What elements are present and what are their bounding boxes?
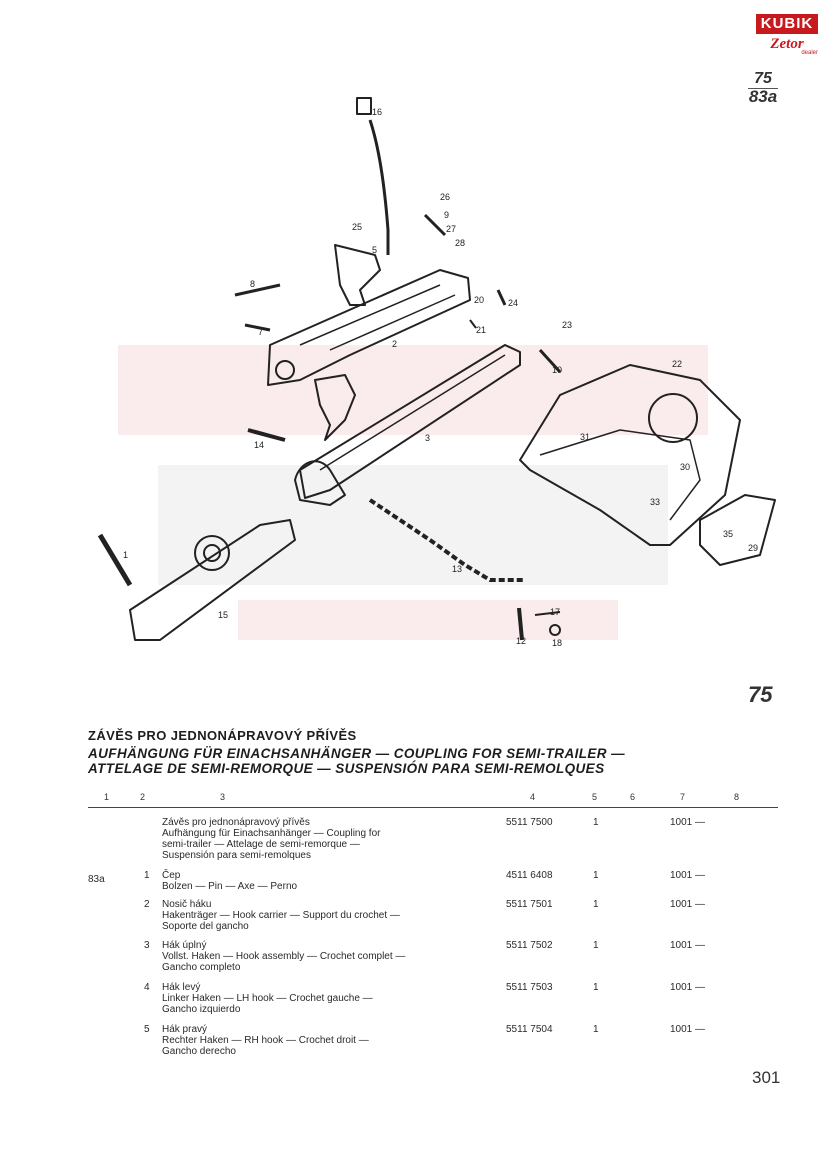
callout-24: 24 <box>508 298 518 308</box>
hook-left <box>314 374 356 441</box>
kubik-zetor-logo: KUBIK Zetor dealer <box>756 14 818 66</box>
table-row: 2 Nosič háku Hakenträger — Hook carrier … <box>144 899 706 932</box>
col-header-1: 1 <box>104 792 110 802</box>
hinge-bracket <box>699 494 776 566</box>
table-number: 83a <box>748 87 778 106</box>
title-german-english: AUFHÄNGUNG FÜR EINACHSANHÄNGER — COUPLIN… <box>88 746 625 761</box>
callout-29: 29 <box>748 543 758 553</box>
header-rule <box>88 807 778 808</box>
callout-28: 28 <box>455 238 465 248</box>
col-header-5: 5 <box>592 792 598 802</box>
table-row: 83a 1 Čep Bolzen — Pin — Axe — Perno 451… <box>88 870 706 892</box>
table-row: Závěs pro jednonápravový přívěs Aufhängu… <box>162 817 706 861</box>
cable <box>368 119 390 255</box>
callout-8: 8 <box>250 279 255 289</box>
callout-20: 20 <box>474 295 484 305</box>
callout-21: 21 <box>476 325 486 335</box>
col-header-3: 3 <box>220 792 226 802</box>
callout-26: 26 <box>440 192 450 202</box>
callout-35: 35 <box>723 529 733 539</box>
callout-30: 30 <box>680 462 690 472</box>
section-title: ZÁVĚS PRO JEDNONÁPRAVOVÝ PŘÍVĚS AUFHÄNGU… <box>88 728 688 776</box>
callout-3: 3 <box>425 433 430 443</box>
col-header-2: 2 <box>140 792 146 802</box>
callout-25: 25 <box>352 222 362 232</box>
title-czech: ZÁVĚS PRO JEDNONÁPRAVOVÝ PŘÍVĚS <box>88 728 357 743</box>
callout-18: 18 <box>552 638 562 648</box>
callout-1: 1 <box>123 550 128 560</box>
callout-14: 14 <box>254 440 264 450</box>
title-french-spanish: ATTELAGE DE SEMI-REMORQUE — SUSPENSIÓN P… <box>88 761 605 776</box>
callout-13: 13 <box>452 564 462 574</box>
table-row: 4 Hák levý Linker Haken — LH hook — Croc… <box>144 982 706 1015</box>
callout-23: 23 <box>562 320 572 330</box>
exploded-parts-diagram: 16 25 5 26 9 27 28 8 7 2 20 21 24 23 10 … <box>97 97 776 648</box>
table-row: 3 Hák úplný Vollst. Haken — Hook assembl… <box>144 940 706 973</box>
guard-frame <box>519 364 741 546</box>
callout-22: 22 <box>672 359 682 369</box>
callout-5: 5 <box>372 245 377 255</box>
callout-16: 16 <box>372 107 382 117</box>
table-row: 5 Hák pravý Rechter Haken — RH hook — Cr… <box>144 1024 706 1057</box>
callout-10: 10 <box>552 365 562 375</box>
col-header-6: 6 <box>630 792 636 802</box>
figure-number: 75 <box>748 682 773 707</box>
cable-grip <box>356 97 372 115</box>
hook-right <box>334 244 381 306</box>
pin <box>97 533 133 587</box>
hook-carrier <box>267 269 471 386</box>
callout-33: 33 <box>650 497 660 507</box>
callout-9: 9 <box>444 210 449 220</box>
callout-27: 27 <box>446 224 456 234</box>
callout-17: 17 <box>550 607 560 617</box>
col-header-7: 7 <box>680 792 686 802</box>
hook-assembly <box>299 344 521 499</box>
page-reference: 75 83a <box>740 70 786 105</box>
callout-31: 31 <box>580 432 590 442</box>
base-plate <box>129 519 296 641</box>
page-number: 301 <box>752 1068 781 1087</box>
ref-divider <box>748 88 778 89</box>
chain <box>368 498 525 582</box>
callout-2: 2 <box>392 339 397 349</box>
callout-15: 15 <box>218 610 228 620</box>
watermark-logo <box>118 345 708 640</box>
callout-12: 12 <box>516 636 526 646</box>
callout-7: 7 <box>258 327 263 337</box>
col-header-8: 8 <box>734 792 740 802</box>
col-header-4: 4 <box>530 792 536 802</box>
group-number: 75 <box>754 70 772 87</box>
